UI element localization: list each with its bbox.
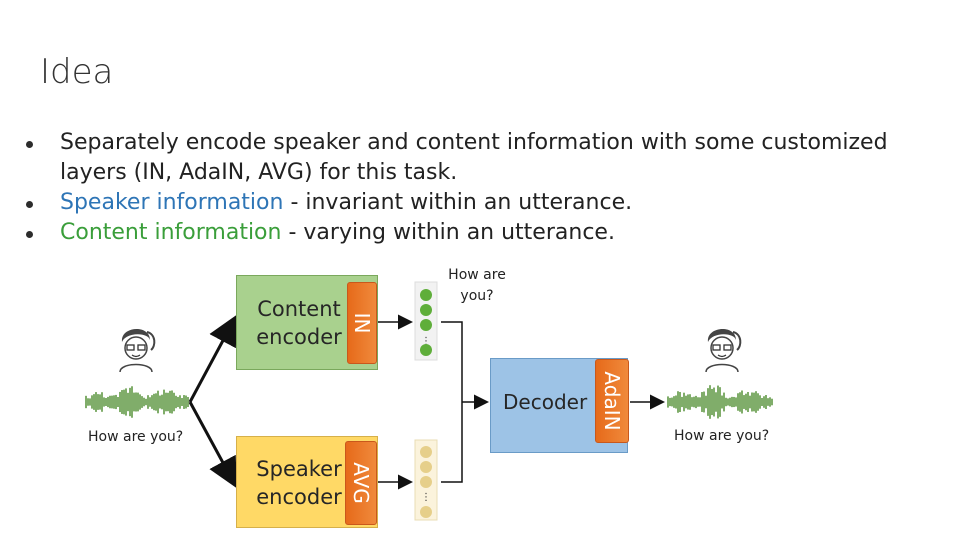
content-feature-vector: ⋮ xyxy=(414,281,438,361)
output-waveform-icon xyxy=(667,385,773,419)
bullet-item: Content information - varying within an … xyxy=(20,218,940,248)
adain-layer: AdaIN xyxy=(595,359,629,443)
in-layer-label: IN xyxy=(350,312,374,334)
avg-layer: AVG xyxy=(345,441,377,525)
bullet-dot-icon xyxy=(26,141,33,148)
to-speaker-encoder-arrow xyxy=(188,401,237,489)
output-speaker-person-icon xyxy=(705,328,742,373)
content-encoder-label-line: encoder xyxy=(256,325,342,349)
speaker-to-decoder-connector xyxy=(441,402,463,483)
decoder-block: Decoder AdaIN xyxy=(490,358,629,453)
to-content-encoder-arrow xyxy=(188,314,237,403)
content-to-decoder-connector xyxy=(441,321,463,402)
in-layer: IN xyxy=(347,282,377,364)
bullet-item: Separately encode speaker and content in… xyxy=(20,128,940,188)
bullet-text: - invariant within an utterance. xyxy=(283,190,633,215)
speaker-encoder-block: Speaker encoder AVG xyxy=(236,436,378,528)
decoder-label: Decoder xyxy=(503,390,588,414)
speaker-encoder-label-line: encoder xyxy=(256,485,342,509)
output-caption: How are you? xyxy=(674,428,770,444)
bullet-text: - varying within an utterance. xyxy=(281,220,615,245)
input-speaker-person-icon xyxy=(119,328,156,373)
speaker-encoder-label: Speaker encoder xyxy=(251,455,347,511)
bullet-dot-icon xyxy=(26,231,33,238)
speaker-info-term: Speaker information xyxy=(60,190,284,215)
bullet-dot-icon xyxy=(26,201,33,208)
input-caption: How are you? xyxy=(88,429,184,445)
bullet-list: Separately encode speaker and content in… xyxy=(20,128,940,248)
adain-layer-label: AdaIN xyxy=(600,371,624,431)
svg-text:⋮: ⋮ xyxy=(421,492,431,503)
bullet-item: Speaker information - invariant within a… xyxy=(20,188,940,218)
speaker-feature-vector: ⋮ xyxy=(414,439,438,521)
content-encoder-label-line: Content xyxy=(257,297,341,321)
bullet-text: Separately encode speaker and content in… xyxy=(60,130,888,185)
speaker-encoder-label-line: Speaker xyxy=(256,457,342,481)
content-encoder-label: Content encoder xyxy=(251,295,347,351)
content-info-term: Content information xyxy=(60,220,282,245)
content-encoder-block: Content encoder IN xyxy=(236,275,378,370)
input-waveform-icon xyxy=(85,386,189,418)
slide-title: Idea xyxy=(40,52,114,92)
svg-text:⋮: ⋮ xyxy=(421,336,431,347)
avg-layer-label: AVG xyxy=(349,462,373,504)
content-note: How are you? xyxy=(448,267,506,304)
